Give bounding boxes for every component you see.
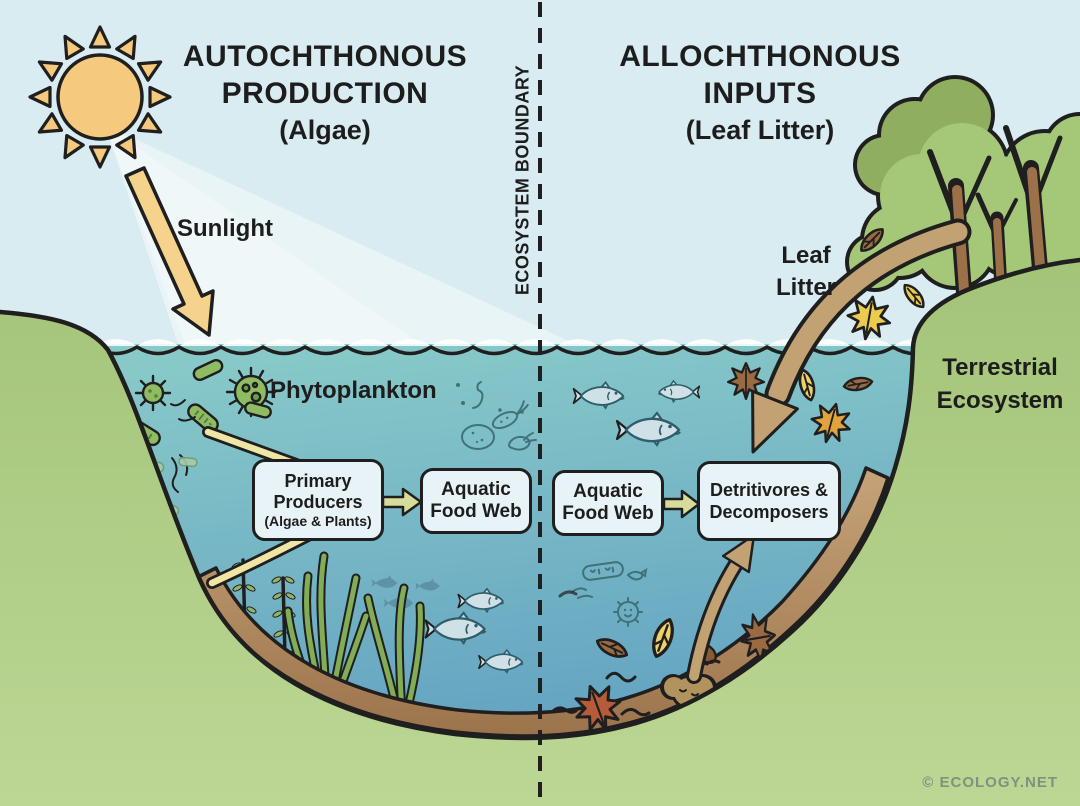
detritivores-box: Detritivores & Decomposers (697, 461, 841, 541)
leaf-litter-label-line1: Leaf (781, 242, 831, 269)
worm-icons (550, 590, 721, 717)
leaf-litter-label: Leaf Litter (756, 240, 856, 304)
ecosystem-boundary-label: ECOSYSTEM BOUNDARY (512, 64, 533, 296)
terrestrial-label-line2: Ecosystem (936, 387, 1064, 414)
leaf-litter-label-line2: Litter (776, 274, 836, 301)
aquatic-food-web-box-right: Aquatic Food Web (552, 470, 664, 536)
sunlight-arrow-icon (124, 166, 215, 337)
terrestrial-ecosystem-label: Terrestrial Ecosystem (925, 351, 1075, 417)
title-right-line2: INPUTS (703, 77, 817, 110)
title-left-line1: AUTOCHTHONOUS (182, 40, 468, 73)
primary-producers-box: Primary Producers (Algae & Plants) (252, 459, 384, 541)
title-right-line1: ALLOCHTHONOUS (619, 40, 901, 73)
sun-icon (28, 25, 172, 169)
land-outline (0, 257, 1080, 741)
primary-producers-subtitle: (Algae & Plants) (264, 512, 372, 529)
phytoplankton-label: Phytoplankton (270, 377, 437, 404)
title-right-sub: (Leaf Litter) (685, 115, 835, 145)
title-left-line2: PRODUCTION (221, 77, 429, 110)
detritivores-label: Detritivores & Decomposers (709, 480, 829, 522)
primary-producers-title: Primary Producers (273, 470, 363, 512)
credit-text: © ECOLOGY.NET (922, 774, 1058, 791)
detritivore-arrow-icon (686, 533, 756, 684)
aquatic-food-web-right-label: Aquatic Food Web (562, 481, 654, 524)
plankton-sketch-left-icons (456, 381, 537, 451)
title-left: AUTOCHTHONOUS PRODUCTION (Algae) (150, 38, 500, 149)
flow-arrow-left-icon (381, 487, 423, 517)
plankton-sketch-right-icons (571, 561, 648, 627)
aquatic-food-web-box-left: Aquatic Food Web (420, 468, 532, 534)
title-right: ALLOCHTHONOUS INPUTS (Leaf Litter) (585, 38, 935, 149)
terrestrial-label-line1: Terrestrial (942, 354, 1058, 381)
flow-arrow-right-icon (662, 489, 701, 519)
title-left-sub: (Algae) (279, 115, 371, 145)
sunlight-label: Sunlight (177, 215, 273, 242)
aquatic-food-web-left-label: Aquatic Food Web (430, 479, 522, 522)
leaf-litter-arrow-icon (751, 218, 972, 454)
